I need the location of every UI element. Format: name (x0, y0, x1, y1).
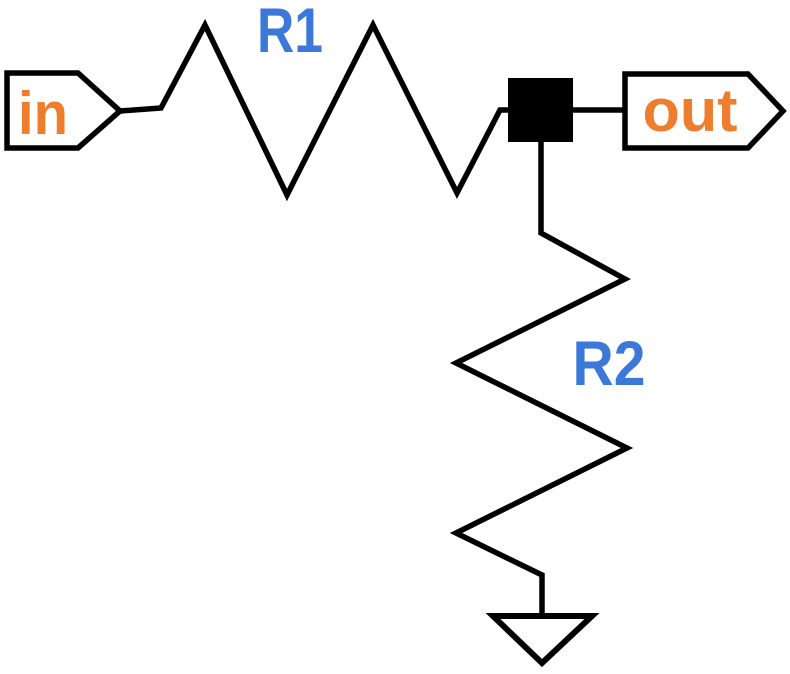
junction-node (508, 78, 573, 142)
in-port-label: in (18, 80, 68, 147)
ground-symbol (485, 613, 600, 668)
out-port-shape (622, 71, 787, 151)
r2-label: R2 (573, 329, 646, 399)
resistor-r1-symbol (117, 18, 512, 202)
out-port-label: out (643, 77, 738, 144)
resistor-r2-symbol (449, 137, 634, 621)
r1-label: R1 (257, 0, 323, 66)
in-port-shape (4, 70, 125, 151)
